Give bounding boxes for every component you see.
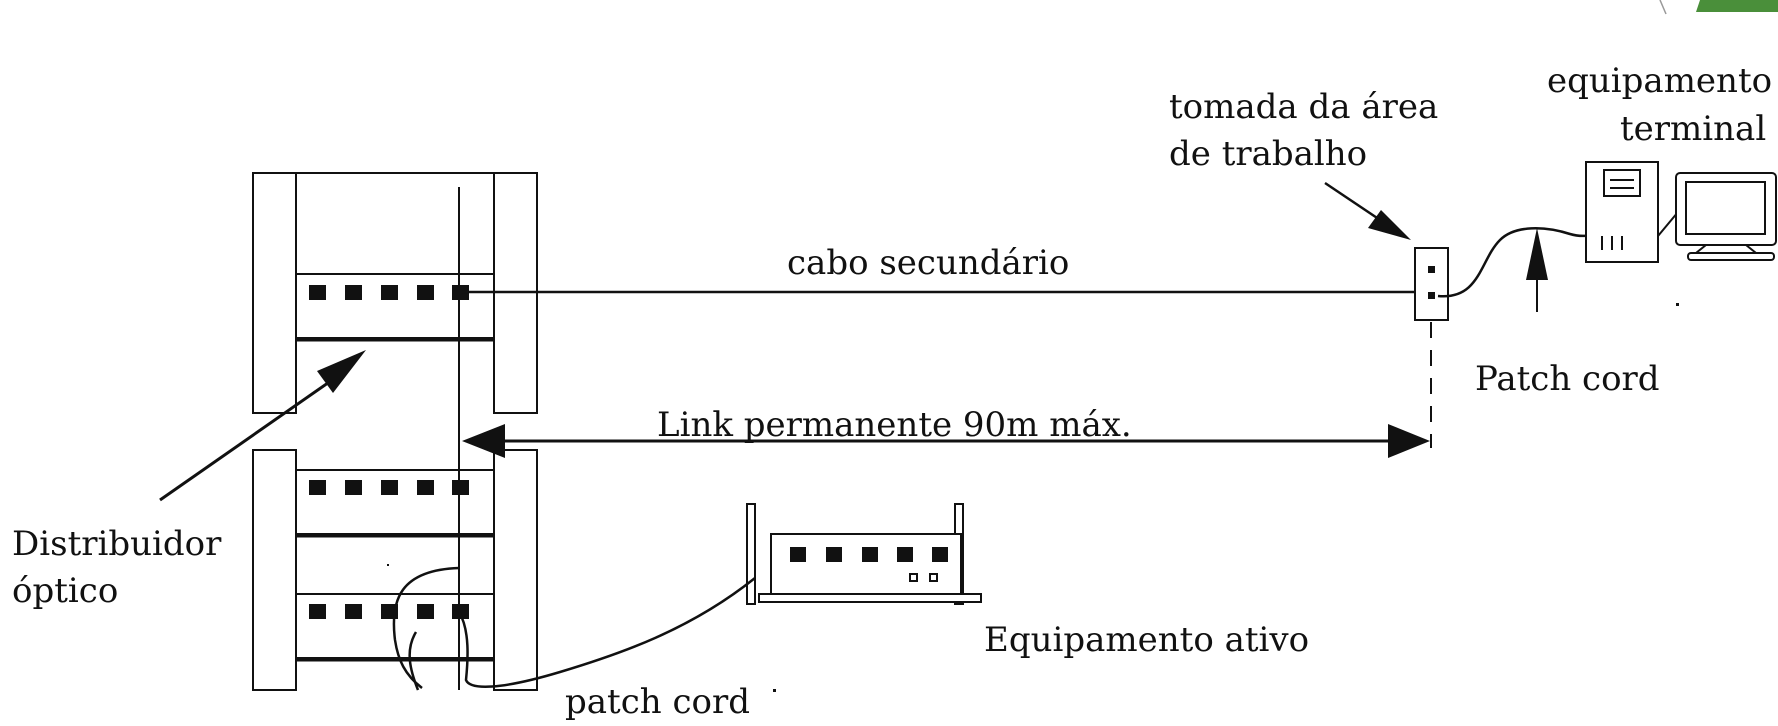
lower-rack: [252, 449, 538, 691]
lower-patch-panel-1: [295, 469, 495, 535]
patch-cord-pointer-arrow: [1526, 228, 1548, 312]
permanent-link-arrow: [462, 424, 1430, 458]
upper-rack-left-post: [252, 172, 297, 414]
lower-rack-left-post: [252, 449, 297, 691]
label-equip-terminal-line1: equipamento: [1547, 61, 1772, 101]
upper-patch-panel: [295, 273, 495, 339]
distribuidor-pointer-arrow: [159, 350, 366, 502]
patch-cord-user-cable: [1437, 227, 1596, 298]
rack-patch-cord-2: [408, 631, 420, 691]
lower-rack-right-post: [493, 449, 538, 691]
rack-patch-cord-1: [392, 566, 460, 689]
corner-accent: [1659, 0, 1778, 15]
label-cabo-secundario: cabo secundário: [787, 243, 1069, 283]
label-equip-terminal-line2: terminal: [1620, 109, 1766, 149]
label-patch-cord-upper: Patch cord: [1475, 359, 1660, 399]
rack-to-equipment-patch-cord: [457, 577, 756, 688]
label-patch-cord-lower: patch cord: [565, 682, 750, 722]
monitor-icon: [1675, 172, 1777, 261]
label-link-permanente: Link permanente 90m máx.: [657, 405, 1132, 445]
upper-rack: [252, 172, 538, 414]
computer-tower-icon: [1585, 161, 1659, 263]
label-tomada-line1: tomada da área: [1169, 87, 1438, 127]
active-equipment-icon: [746, 503, 982, 605]
label-equipamento-ativo: Equipamento ativo: [984, 620, 1309, 660]
label-tomada-line2: de trabalho: [1169, 134, 1367, 174]
label-distribuidor-line2: óptico: [12, 571, 118, 611]
outlet-pointer-arrow: [1324, 181, 1411, 240]
label-distribuidor-line1: Distribuidor: [12, 524, 222, 564]
wall-outlet-icon: [1414, 247, 1449, 448]
